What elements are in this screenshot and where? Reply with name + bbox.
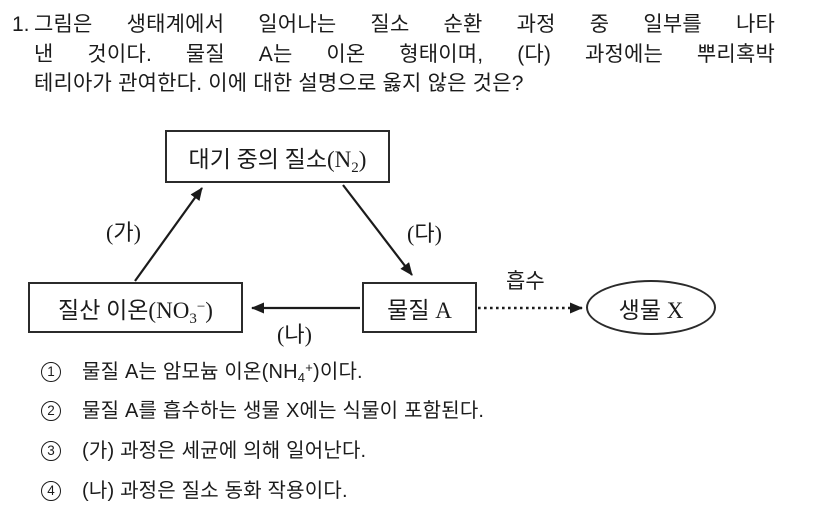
nitrogen-cycle-diagram: 대기 중의 질소(N2) 질산 이온(NO3−) 물질 A 생물 X (가) (… bbox=[28, 130, 716, 347]
node-organism-x: 생물 X bbox=[586, 280, 716, 335]
option-4: 4 (나) 과정은 질소 동화 작용이다. bbox=[41, 480, 348, 503]
label-process-na: (나) bbox=[277, 322, 312, 347]
arrow-da-icon bbox=[342, 184, 413, 276]
question-line-2: 낸 것이다. 물질 A는 이온 형태이며, (다) 과정에는 뿌리혹박 bbox=[34, 42, 775, 66]
node-atmospheric-nitrogen: 대기 중의 질소(N2) bbox=[165, 130, 390, 183]
label-process-da: (다) bbox=[407, 221, 442, 246]
option-2: 2 물질 A를 흡수하는 생물 X에는 식물이 포함된다. bbox=[41, 400, 484, 423]
option-3-number-icon: 3 bbox=[41, 441, 61, 461]
question-number: 1. bbox=[12, 13, 30, 36]
node-nitrate-ion: 질산 이온(NO3−) bbox=[28, 282, 243, 333]
question-line-3: 테리아가 관여한다. 이에 대한 설명으로 옳지 않은 것은? bbox=[34, 72, 524, 95]
option-3-text: (가) 과정은 세균에 의해 일어난다. bbox=[82, 440, 367, 462]
option-1-number-icon: 1 bbox=[41, 362, 61, 382]
option-1: 1 물질 A는 암모늄 이온(NH4+)이다. bbox=[41, 361, 363, 384]
node-substance-a: 물질 A bbox=[362, 282, 477, 333]
option-2-text: 물질 A를 흡수하는 생물 X에는 식물이 포함된다. bbox=[82, 400, 485, 422]
option-3: 3 (가) 과정은 세균에 의해 일어난다. bbox=[41, 440, 366, 463]
option-1-text: 물질 A는 암모늄 이온(NH4+)이다. bbox=[82, 360, 363, 385]
label-absorption: 흡수 bbox=[506, 269, 545, 293]
option-4-text: (나) 과정은 질소 동화 작용이다. bbox=[82, 480, 348, 502]
question-line-1: 그림은 생태계에서 일어나는 질소 순환 과정 중 일부를 나타 bbox=[34, 13, 775, 36]
question-text: 그림은 생태계에서 일어나는 질소 순환 과정 중 일부를 나타 낸 것이다. … bbox=[34, 10, 775, 99]
arrow-ga-icon bbox=[134, 187, 203, 282]
option-4-number-icon: 4 bbox=[41, 481, 61, 501]
diagram-arrows bbox=[134, 184, 583, 314]
option-2-number-icon: 2 bbox=[41, 401, 61, 421]
label-process-ga: (가) bbox=[106, 220, 141, 245]
